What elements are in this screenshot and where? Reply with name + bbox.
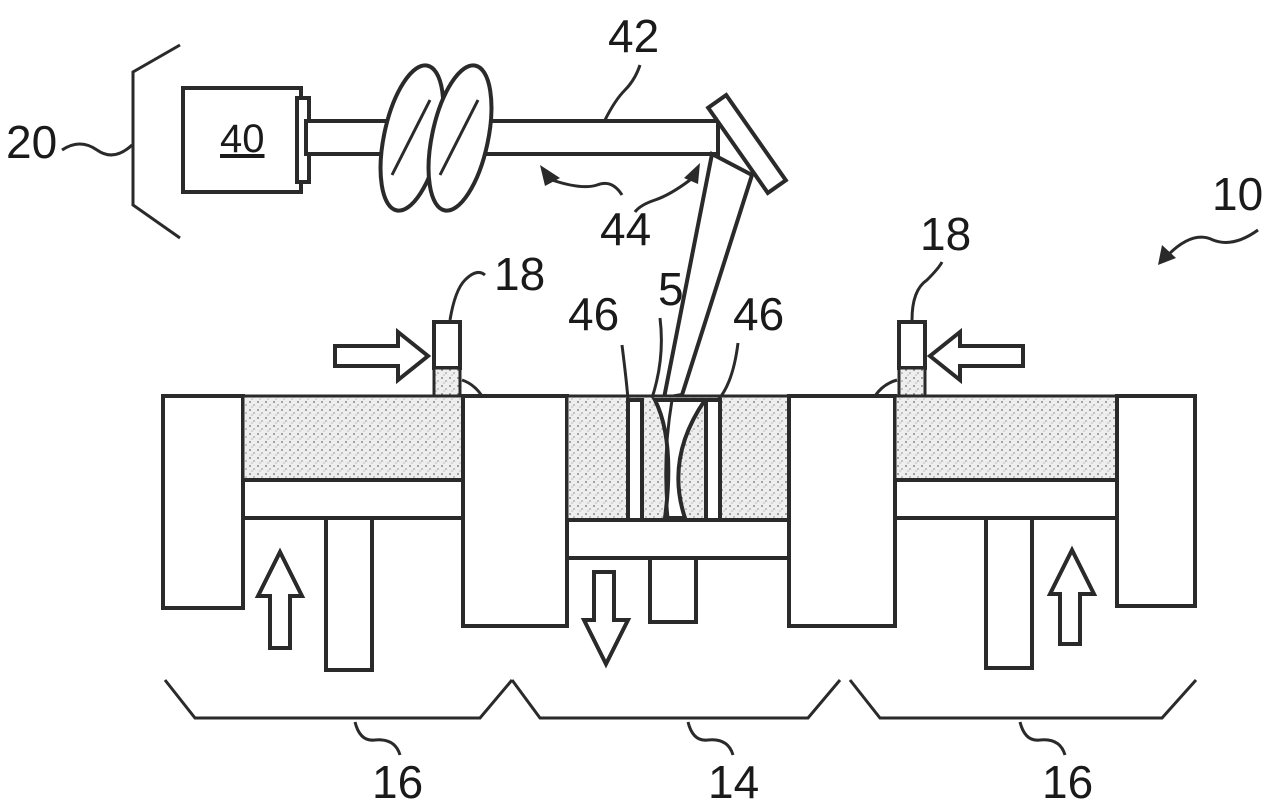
right-supply-up-arrow	[1050, 550, 1094, 644]
label-recoater-left: 18	[494, 248, 545, 300]
energy-source: 40	[183, 88, 309, 192]
left-supply-up-arrow	[258, 552, 302, 648]
containment-wall-left	[628, 400, 642, 520]
label-wall-left: 46	[568, 288, 619, 340]
region-brackets: 16 14 16	[165, 680, 1196, 808]
recoater-right-arrow	[930, 332, 1023, 380]
leader-build	[688, 722, 733, 755]
build-piston-rod	[650, 558, 696, 622]
system-arrow-head	[1158, 245, 1176, 265]
left-supply-piston	[243, 480, 463, 518]
leader-recoater-left	[450, 272, 485, 320]
label-beam-direction: 44	[600, 203, 651, 255]
recoater-left-powder	[434, 368, 460, 396]
label-irradiation-system: 20	[6, 116, 57, 168]
leader-beam	[605, 65, 640, 120]
right-supply-powder	[895, 396, 1117, 480]
right-supply-piston	[895, 480, 1117, 518]
center-left-wall	[463, 396, 567, 626]
right-piston-rod	[986, 518, 1032, 668]
system-label-group: 10	[1158, 168, 1263, 265]
label-supply-left: 16	[372, 756, 423, 808]
leader-left-supply	[355, 722, 400, 755]
left-supply-powder	[243, 396, 463, 480]
bracket-build	[512, 680, 840, 718]
beam-direction-indicator: 44	[540, 163, 700, 255]
label-energy-source: 40	[220, 117, 265, 161]
label-supply-right: 16	[1042, 756, 1093, 808]
irradiation-system-bracket: 20	[6, 45, 180, 238]
leader-wall-right	[718, 343, 738, 400]
label-build-region: 14	[708, 756, 759, 808]
right-outer-wall	[1117, 396, 1195, 606]
recoater-right-powder	[899, 368, 925, 396]
bracket-right-supply	[850, 680, 1196, 718]
leader-part	[652, 318, 661, 398]
label-wall-right: 46	[733, 288, 784, 340]
recoater-right: 18	[875, 208, 1023, 396]
bracket-left-supply	[165, 680, 512, 718]
leader-right-supply	[1020, 722, 1065, 755]
build-platform	[567, 520, 789, 558]
center-right-wall	[789, 396, 895, 626]
recoater-left-arrow	[335, 332, 428, 380]
label-recoater-right: 18	[920, 208, 971, 260]
label-beam: 42	[608, 10, 659, 62]
label-system: 10	[1212, 168, 1263, 220]
recoater-left: 18	[335, 248, 545, 396]
left-outer-wall	[163, 396, 243, 608]
recoater-right-body	[899, 322, 925, 368]
beam-path: 42	[306, 10, 718, 216]
leader-recoater-right	[912, 262, 942, 320]
leader-wall-left	[622, 345, 628, 400]
left-piston-rod	[326, 518, 372, 670]
containment-wall-right	[706, 400, 720, 520]
recoater-left-body	[434, 322, 460, 368]
build-down-arrow	[584, 572, 628, 664]
label-part: 5	[658, 263, 684, 315]
